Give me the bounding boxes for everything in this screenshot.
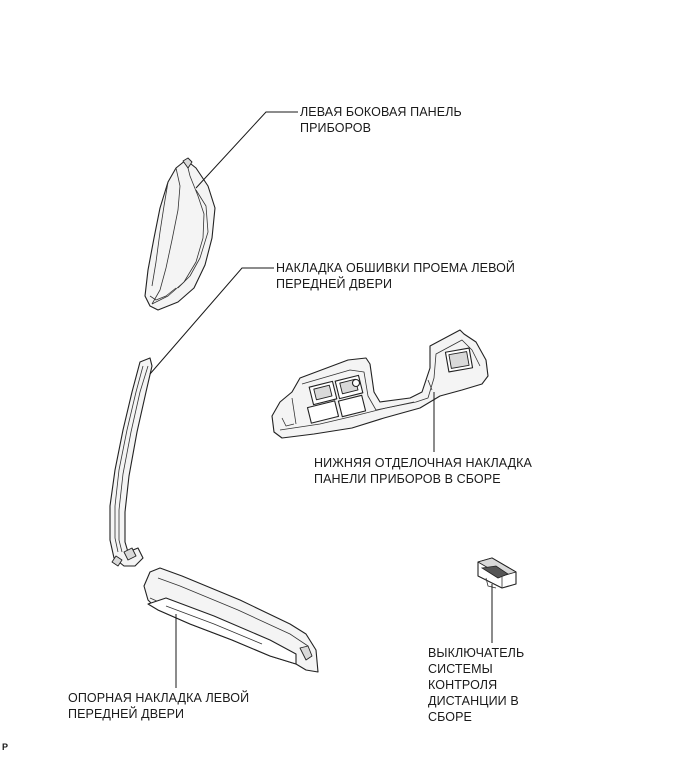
left-instrument-side-panel bbox=[144, 157, 216, 311]
remote-control-switch bbox=[477, 557, 517, 589]
leader-lines bbox=[149, 111, 493, 688]
label-scuff-plate: ОПОРНАЯ НАКЛАДКА ЛЕВОЙ ПЕРЕДНЕЙ ДВЕРИ bbox=[68, 691, 250, 721]
lower-finish-panel-assembly bbox=[271, 329, 489, 439]
door-scuff-plate bbox=[143, 567, 319, 673]
label-door-opening-trim: НАКЛАДКА ОБШИВКИ ПРОЕМА ЛЕВОЙ ПЕРЕДНЕЙ Д… bbox=[276, 261, 516, 291]
label-side-panel: ЛЕВАЯ БОКОВАЯ ПАНЕЛЬ ПРИБОРОВ bbox=[300, 105, 462, 135]
leader-door-trim bbox=[149, 267, 274, 375]
label-lower-finish-panel: НИЖНЯЯ ОТДЕЛОЧНАЯ НАКЛАДКА ПАНЕЛИ ПРИБОР… bbox=[314, 456, 532, 486]
corner-mark: P bbox=[2, 742, 9, 752]
door-opening-trim bbox=[109, 357, 153, 567]
leader-side-panel bbox=[195, 111, 298, 189]
label-remote-switch: ВЫКЛЮЧАТЕЛЬ СИСТЕМЫ КОНТРОЛЯ ДИСТАНЦИИ В… bbox=[428, 646, 525, 724]
